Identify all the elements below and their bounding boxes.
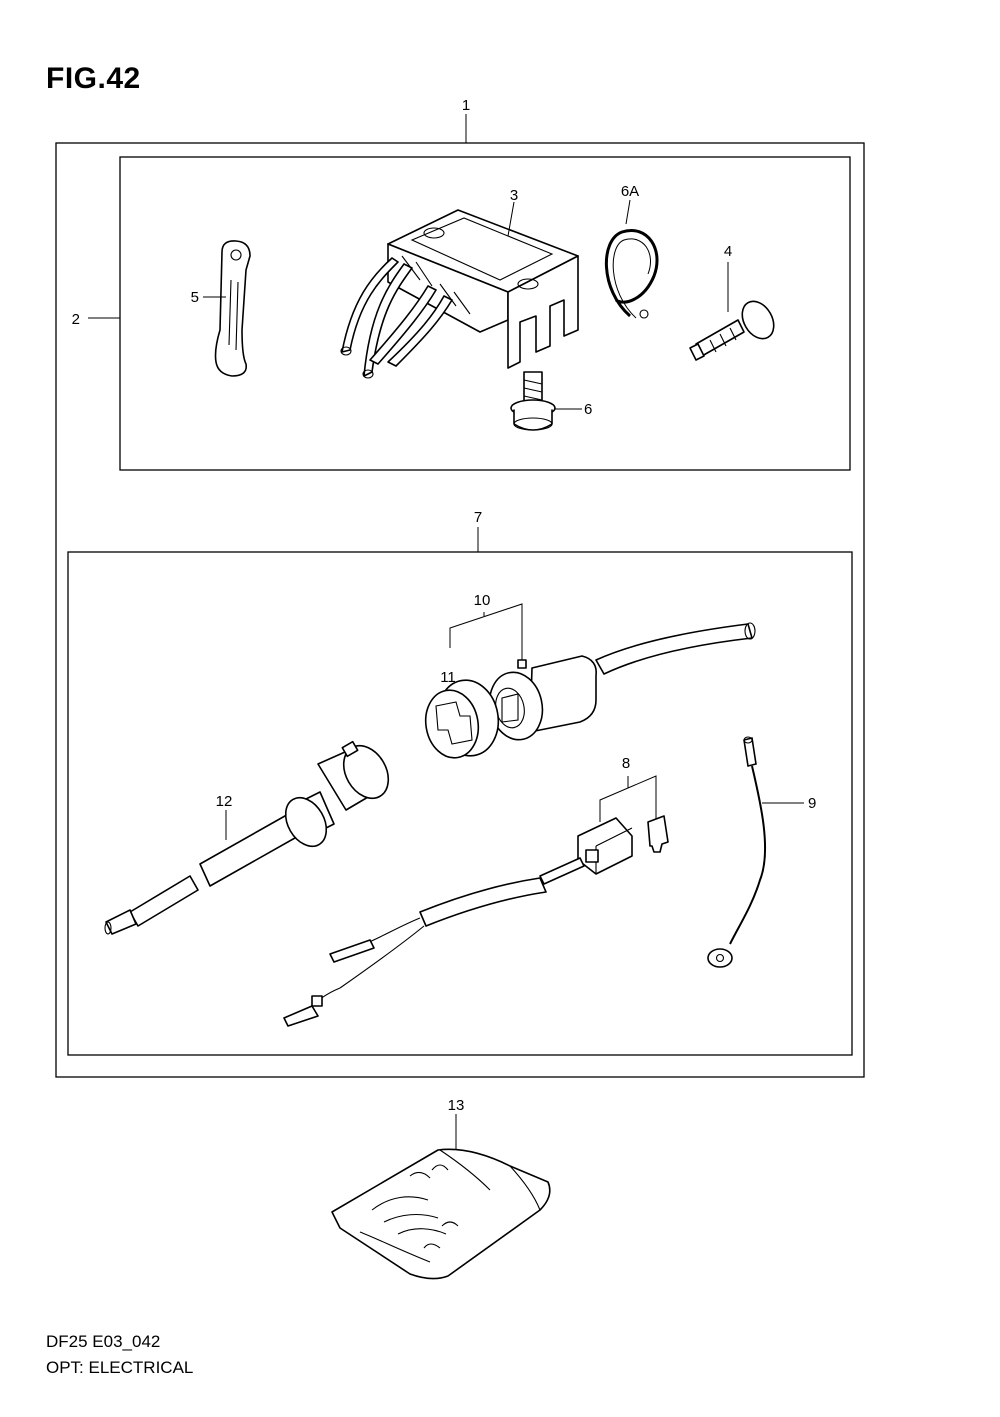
part-4-terminal — [689, 300, 775, 361]
callout-11: 11 — [440, 669, 456, 686]
part-8-harness — [283, 815, 669, 1027]
part-11-cap — [424, 679, 500, 759]
callout-10: 10 — [474, 592, 491, 609]
callout-6: 6 — [584, 401, 592, 418]
part-6-bolt — [510, 371, 556, 431]
part-3-rectifier — [340, 209, 579, 379]
part-9-ground-wire — [707, 736, 767, 968]
figure-title: FIG.42 — [46, 62, 141, 95]
part-6a-tie-loop — [604, 229, 659, 319]
callout-1: 1 — [462, 97, 470, 114]
part-13-bag — [331, 1148, 551, 1280]
callout-13: 13 — [448, 1097, 465, 1114]
callout-4: 4 — [724, 243, 732, 260]
figure-code: DF25 E03_042 — [46, 1332, 161, 1351]
figure-description: OPT: ELECTRICAL — [46, 1358, 194, 1377]
callout-5: 5 — [191, 289, 199, 306]
callout-2: 2 — [72, 311, 80, 328]
part-12-cable — [104, 740, 390, 935]
callout-9: 9 — [808, 795, 816, 812]
lower-kit-frame — [67, 551, 853, 1056]
part-10-connector — [488, 622, 756, 741]
callout-7: 7 — [474, 509, 482, 526]
callout-6a: 6A — [621, 183, 639, 200]
callout-12: 12 — [216, 793, 233, 810]
part-5-clip — [214, 240, 251, 377]
callout-8: 8 — [622, 755, 630, 772]
callout-3: 3 — [510, 187, 518, 204]
outer-frame — [55, 142, 865, 1078]
upper-kit-frame — [119, 156, 851, 471]
